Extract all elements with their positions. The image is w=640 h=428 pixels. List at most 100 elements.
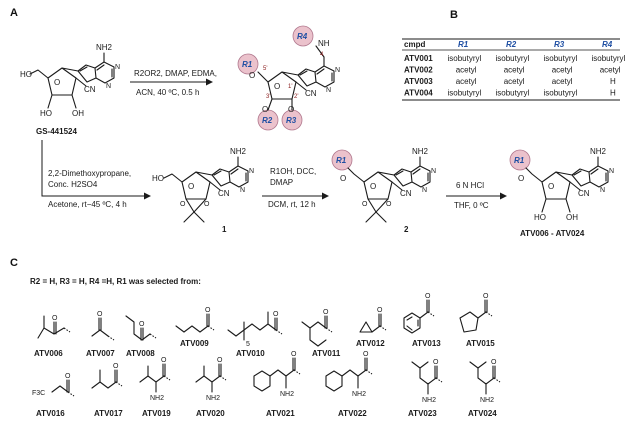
table-header-2: R2 xyxy=(506,40,517,49)
substituent-atv008 xyxy=(125,315,157,341)
condition-acetonide-line3: Acetone, rt−45 ºC, 4 h xyxy=(48,200,127,209)
substituent-atv006 xyxy=(37,315,71,339)
label-atv008: ATV008 xyxy=(126,349,155,358)
table-header-3: R3 xyxy=(554,40,565,49)
condition-ester-line1: R1OH, DCC, xyxy=(270,167,316,176)
compound-label-gs441524: GS-441524 xyxy=(36,127,77,136)
substituent-atv024 xyxy=(469,361,501,395)
label-atv006: ATV006 xyxy=(34,349,63,358)
condition-deprot-line1: 6 N HCl xyxy=(456,181,484,190)
atv023-nh2: NH2 xyxy=(422,397,436,404)
atv020-nh2: NH2 xyxy=(206,395,220,402)
atv019-nh2: NH2 xyxy=(150,395,164,402)
table-cell-r3: acetyl xyxy=(552,77,573,86)
product-ring-o-label: O xyxy=(548,182,554,191)
label-atv023: ATV023 xyxy=(408,409,437,418)
substituent-atv010: 5 xyxy=(227,311,283,348)
table-cell-r3: acetyl xyxy=(552,66,573,75)
label-atv013: ATV013 xyxy=(412,339,441,348)
substituent-atv016: F3C xyxy=(32,379,75,397)
gs-n-label-1: N xyxy=(115,64,120,71)
product-n-label-2: N xyxy=(600,187,605,194)
tetra-o5-label: O xyxy=(249,71,255,80)
c1-n-label-2: N xyxy=(240,187,245,194)
gs-oh3-label: HO xyxy=(40,109,52,118)
product-oh2-label: OH xyxy=(566,213,578,222)
label-atv015: ATV015 xyxy=(466,339,495,348)
atv007-o: O xyxy=(97,311,103,318)
label-atv021: ATV021 xyxy=(266,409,295,418)
atv012-o: O xyxy=(377,307,383,314)
label-atv010: ATV010 xyxy=(236,349,265,358)
condition-ester-line3: DCM, rt, 12 h xyxy=(268,200,316,209)
substituent-atv022 xyxy=(325,357,373,392)
atv021-o: O xyxy=(291,351,297,358)
panel-label-c: C xyxy=(10,257,18,269)
substituent-atv012 xyxy=(359,313,387,333)
tetra-cn-label: CN xyxy=(305,89,317,98)
product-oh3-label: HO xyxy=(534,213,546,222)
product-nh2-label: NH2 xyxy=(590,147,607,156)
atv024-nh2: NH2 xyxy=(480,397,494,404)
panel-c-caption: R2 = H, R3 = H, R4 =H, R1 was selected f… xyxy=(30,277,201,286)
table-cell-cmpd: ATV001 xyxy=(404,54,433,63)
table-cell-r4: acetyl xyxy=(600,66,621,75)
c2-o5-label: O xyxy=(340,174,346,183)
atv022-o: O xyxy=(363,351,369,358)
atv013-o: O xyxy=(425,293,431,300)
r1-label-top: R1 xyxy=(242,60,253,69)
gs-oh2-label: OH xyxy=(72,109,84,118)
c1-nh2-label: NH2 xyxy=(230,147,247,156)
r4-label-top: R4 xyxy=(297,32,308,41)
label-atv016: ATV016 xyxy=(36,409,65,418)
structure-tetra-ester: R1 R4 R2 R3 NH O O O O CN N N 4 5' 1' 2'… xyxy=(237,25,340,131)
table-cell-r2: isobutyryl xyxy=(496,89,530,98)
label-atv012: ATV012 xyxy=(356,339,385,348)
atv016-f3c: F3C xyxy=(32,390,45,397)
condition-top-line2: ACN, 40 ºC, 0.5 h xyxy=(136,88,199,97)
atv023-o: O xyxy=(433,359,439,366)
table-cell-r1: isobutyryl xyxy=(448,54,482,63)
c2-cn-label: CN xyxy=(400,189,412,198)
c1-o2-label: O xyxy=(204,201,210,208)
condition-acetonide-line2: Conc. H2SO4 xyxy=(48,180,98,189)
substituent-atv011 xyxy=(301,315,333,347)
table-cell-cmpd: ATV002 xyxy=(404,66,433,75)
panel-label-b: B xyxy=(450,9,458,21)
table-cell-r2: acetyl xyxy=(504,66,525,75)
gs-cn-label: CN xyxy=(84,85,96,94)
label-atv024: ATV024 xyxy=(468,409,497,418)
r4-highlight-circle xyxy=(292,25,314,47)
tetra-o2-label: O xyxy=(288,105,294,114)
c1-ring-o-label: O xyxy=(188,182,194,191)
position-5prime: 5' xyxy=(263,66,267,72)
substituent-atv013 xyxy=(403,299,435,334)
table-cell-r3: isobutyryl xyxy=(544,54,578,63)
condition-acetonide-line1: 2,2-Dimethoxypropane, xyxy=(48,169,131,178)
position-4: 4 xyxy=(320,52,324,58)
c2-n-label-2: N xyxy=(422,187,427,194)
atv024-o: O xyxy=(491,359,497,366)
table-cell-cmpd: ATV003 xyxy=(404,77,433,86)
table-cell-r1: isobutyryl xyxy=(448,89,482,98)
structure-compound-2: R1 O O O O CN NH2 N N 2 xyxy=(331,147,436,234)
product-cn-label: CN xyxy=(578,189,590,198)
substituent-atv015 xyxy=(459,299,493,333)
label-atv009: ATV009 xyxy=(180,339,209,348)
arrow-acetonide-protection xyxy=(41,140,151,200)
r3-label-top: R3 xyxy=(286,116,297,125)
c2-nh2-label: NH2 xyxy=(412,147,429,156)
table-cell-r4: H xyxy=(610,77,616,86)
condition-ester-line2: DMAP xyxy=(270,178,293,187)
substituent-atv017 xyxy=(91,369,123,389)
table-cell-r2: acetyl xyxy=(504,77,525,86)
c2-ring-o-label: O xyxy=(370,182,376,191)
atv020-o: O xyxy=(217,357,223,364)
c1-o3-label: O xyxy=(180,201,186,208)
tetra-n-label-1: N xyxy=(335,67,340,74)
c2-n-label-1: N xyxy=(431,168,436,175)
label-atv019: ATV019 xyxy=(142,409,171,418)
atv010-subscript: 5 xyxy=(246,341,250,348)
